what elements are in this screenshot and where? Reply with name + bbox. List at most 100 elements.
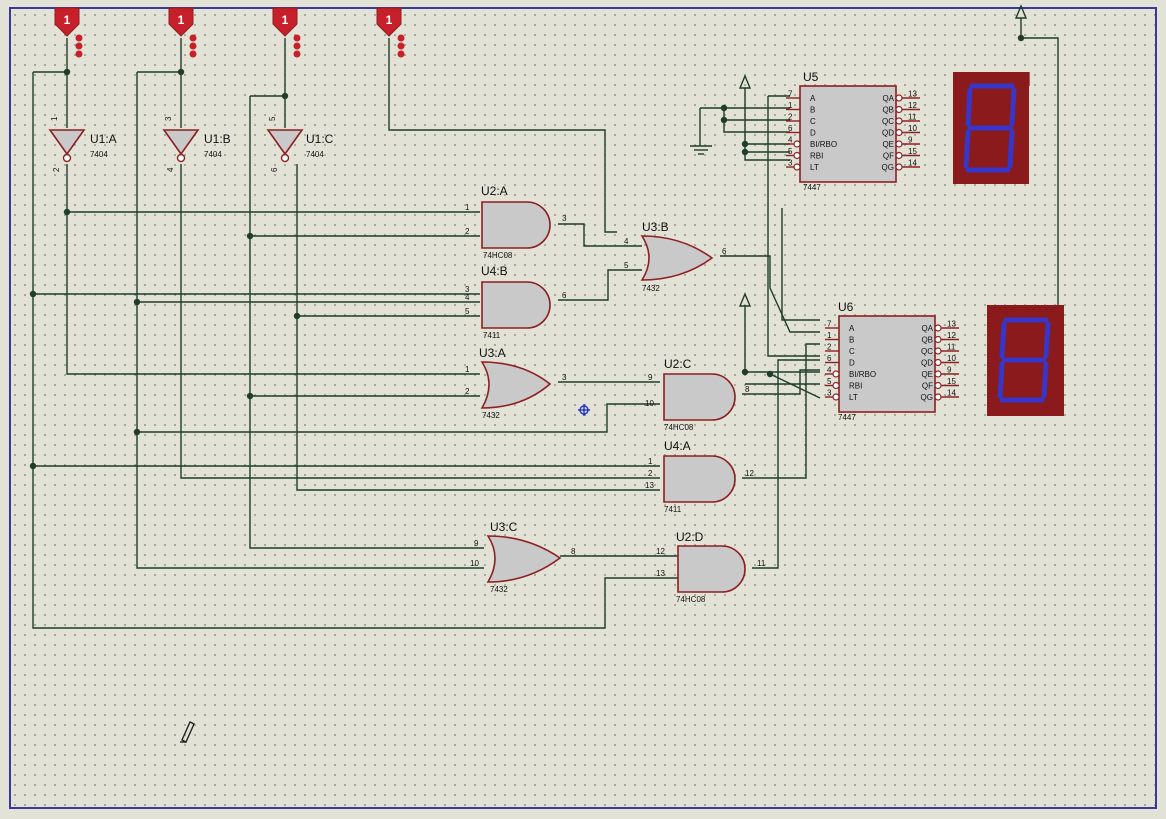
pin-name: C — [810, 117, 816, 126]
ref-label: U1:C — [306, 132, 334, 146]
pin-name: A — [849, 324, 855, 333]
pin-name: BI/RBO — [849, 370, 876, 379]
ref-label: U4:A — [664, 439, 691, 453]
seven-segment-display-1[interactable] — [953, 72, 1029, 184]
pin-number: 5 — [788, 147, 793, 156]
pin-in: 5 — [268, 116, 277, 121]
pin-number: 4 — [827, 366, 832, 375]
pin-out: 8 — [745, 385, 750, 394]
pin-name: C — [849, 347, 855, 356]
part-label: 7432 — [490, 585, 508, 594]
pin-a: 1 — [465, 365, 470, 374]
pin-name: BI/RBO — [810, 140, 837, 149]
pin-name: QB — [921, 336, 933, 345]
pin-number: 10 — [908, 124, 917, 133]
inverter-u1b[interactable]: 3 4 U1:B 7404 — [162, 116, 231, 172]
pin-name: LT — [810, 163, 819, 172]
pin-number: 12 — [908, 101, 917, 110]
inverter-u1a[interactable]: 1 2 U1:A 7404 — [48, 116, 117, 172]
part-label: 7404 — [306, 150, 324, 159]
pin-out: 3 — [562, 214, 567, 223]
ref-label: U3:B — [642, 220, 669, 234]
pin-name: QE — [921, 370, 933, 379]
logic-state-4[interactable]: 1 — [376, 7, 405, 58]
pin-name: QE — [882, 140, 894, 149]
pin-number: 13 — [947, 320, 956, 329]
part-label: 7404 — [90, 150, 108, 159]
pin-number: 10 — [947, 354, 956, 363]
gate-u3b[interactable]: U3:B 7432 4 5 6 — [624, 220, 727, 293]
seven-segment-display-2[interactable] — [987, 305, 1064, 416]
pin-name: RBI — [849, 382, 862, 391]
pin-a: 9 — [648, 373, 653, 382]
pin-1: 1 — [465, 203, 470, 212]
pin-number: 3 — [827, 389, 832, 398]
junctions — [29, 34, 1025, 470]
pin-name: LT — [849, 393, 858, 402]
pin-b: 2 — [648, 469, 653, 478]
pin-b: 10 — [645, 399, 654, 408]
pin-c: 13 — [645, 481, 654, 490]
logic-state-1[interactable]: 1 — [54, 7, 83, 58]
pin-a: 9 — [474, 539, 479, 548]
gate-u2c[interactable]: U2:C 74HC08 9 10 8 — [645, 357, 750, 432]
pin-b: 13 — [656, 569, 665, 578]
ref-label: U3:A — [479, 346, 506, 360]
pin-2: 2 — [465, 227, 470, 236]
logic-state-3[interactable]: 1 — [272, 7, 301, 58]
pin-name: QB — [882, 106, 894, 115]
pin-number: 11 — [908, 113, 917, 122]
pin-number: 11 — [947, 343, 956, 352]
part-label: 7432 — [482, 411, 500, 420]
pin-name: QG — [921, 393, 933, 402]
pin-number: 9 — [947, 366, 952, 375]
ref-label: U4:B — [481, 264, 508, 278]
part-label: 7411 — [664, 505, 682, 514]
pin-number: 6 — [827, 354, 832, 363]
part-label: 7447 — [838, 413, 856, 422]
pin-in: 3 — [164, 116, 173, 121]
pin-number: 1 — [827, 331, 832, 340]
pin-number: 13 — [908, 90, 917, 99]
digit-8-icon — [997, 317, 1051, 403]
logic-state-value: 1 — [64, 13, 71, 27]
pin-name: QC — [882, 117, 894, 126]
logic-state-value: 1 — [386, 13, 393, 27]
pin-number: 5 — [827, 377, 832, 386]
pin-b: 5 — [624, 261, 629, 270]
ref-label: U3:C — [490, 520, 518, 534]
ref-label: U2:C — [664, 357, 692, 371]
pin-number: 14 — [947, 389, 956, 398]
pin-name: B — [810, 106, 815, 115]
inverter-u1c[interactable]: 5 6 U1:C 7404 — [266, 116, 334, 172]
ref-label: U2:D — [676, 530, 704, 544]
pin-name: QF — [922, 382, 933, 391]
pencil-icon — [180, 721, 195, 743]
power-terminal-icon[interactable] — [738, 4, 1028, 307]
pin-name: QF — [883, 152, 894, 161]
pin-name: QA — [921, 324, 933, 333]
part-label: 7447 — [803, 183, 821, 192]
pin-name: D — [810, 129, 816, 138]
pin-out: 6 — [562, 291, 567, 300]
gate-u4b[interactable]: U4:B 7411 3 4 5 6 — [465, 264, 567, 340]
pin-out: 8 — [571, 547, 576, 556]
gate-u4a[interactable]: U4:A 7411 1 2 13 12 — [645, 439, 754, 514]
part-label: 74HC08 — [664, 423, 694, 432]
gate-u3a[interactable]: U3:A 7432 1 2 3 — [465, 346, 567, 420]
pin-out: 11 — [757, 559, 766, 568]
gate-u2d[interactable]: U2:D 74HC08 12 13 11 — [656, 530, 766, 604]
ref-label: U6 — [838, 300, 854, 314]
pin-name: B — [849, 336, 854, 345]
pin-number: 6 — [788, 124, 793, 133]
pin-out: 6 — [722, 247, 727, 256]
gate-u2a[interactable]: U2:A 74HC08 1 2 3 — [465, 184, 567, 260]
logic-state-2[interactable]: 1 — [168, 7, 197, 58]
pin-number: 9 — [908, 136, 913, 145]
pin-number: 14 — [908, 159, 917, 168]
gate-u3c[interactable]: U3:C 7432 9 10 8 — [470, 520, 576, 594]
pin-b: 10 — [470, 559, 479, 568]
